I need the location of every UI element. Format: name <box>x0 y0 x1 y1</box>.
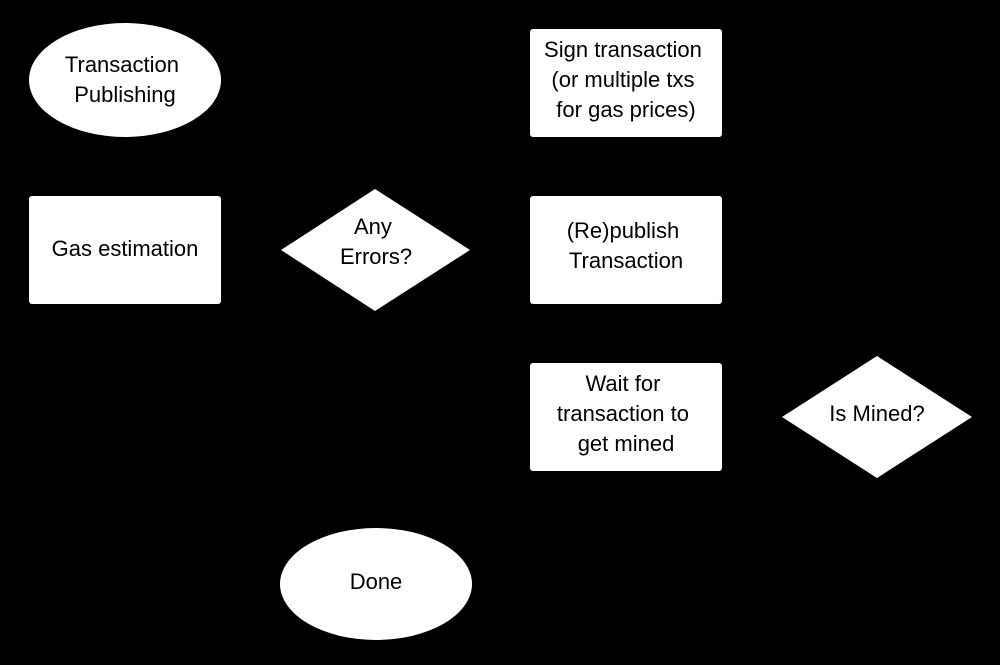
node-wait-for-mined: Wait for transaction to get mined <box>530 363 722 471</box>
node-is-mined-shape <box>782 356 972 478</box>
svg-text:Transaction Publishing: Transaction Publishing <box>65 52 185 107</box>
node-wait-for-mined-line-1: Wait for <box>585 371 660 396</box>
node-transaction-publishing: Transaction Publishing <box>29 23 221 137</box>
node-any-errors-line-1: Any <box>354 214 392 239</box>
node-is-mined: Is Mined? <box>782 356 972 478</box>
node-gas-estimation-line-1: Gas estimation <box>52 236 199 261</box>
node-is-mined-line-1: Is Mined? <box>829 401 924 426</box>
node-sign-transaction-shape <box>530 29 722 137</box>
node-republish-transaction-shape <box>530 196 722 304</box>
node-wait-for-mined-line-3: get mined <box>578 431 675 456</box>
node-any-errors-shape <box>281 189 470 311</box>
node-sign-transaction-line-2: (or multiple txs <box>551 67 694 92</box>
node-transaction-publishing-shape <box>29 23 221 137</box>
node-transaction-publishing-line-2: Publishing <box>74 82 176 107</box>
node-done-line-1: Done <box>350 569 403 594</box>
svg-text:Is Mined?: Is Mined? <box>829 401 924 426</box>
node-wait-for-mined-shape <box>530 363 722 471</box>
node-wait-for-mined-line-2: transaction to <box>557 401 689 426</box>
svg-text:Any Errors?: Any Errors? <box>340 214 412 269</box>
node-sign-transaction: Sign transaction (or multiple txs for ga… <box>530 29 722 137</box>
node-any-errors-line-2: Errors? <box>340 244 412 269</box>
node-any-errors: Any Errors? <box>281 189 470 311</box>
node-gas-estimation: Gas estimation <box>29 196 221 304</box>
svg-text:Sign transaction (or mul: Sign transaction (or multiple txs for ga… <box>544 37 708 122</box>
node-sign-transaction-line-1: Sign transaction <box>544 37 702 62</box>
svg-text:Wait for transaction to: Wait for transaction to get mined <box>557 371 695 456</box>
svg-text:Gas estimation: Gas estimation <box>52 236 199 261</box>
node-gas-estimation-shape <box>29 196 221 304</box>
svg-text:Done: Done <box>350 569 403 594</box>
node-republish-transaction-line-2: Transaction <box>569 248 683 273</box>
node-republish-transaction: (Re)publish Transaction <box>530 196 722 304</box>
node-done: Done <box>280 528 472 640</box>
node-done-shape <box>280 528 472 640</box>
node-sign-transaction-line-3: for gas prices) <box>556 97 695 122</box>
svg-text:(Re)publish Transaction: (Re)publish Transaction <box>567 218 686 273</box>
node-transaction-publishing-line-1: Transaction <box>65 52 179 77</box>
node-republish-transaction-line-1: (Re)publish <box>567 218 680 243</box>
